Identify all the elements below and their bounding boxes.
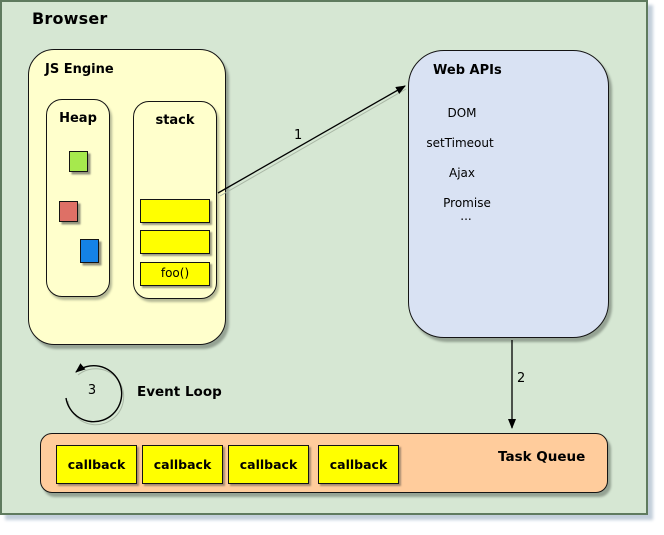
api-item-ajax: Ajax xyxy=(449,166,475,180)
event-loop-number: 3 xyxy=(87,383,97,398)
task-queue-title: Task Queue xyxy=(498,449,586,465)
callback-item: callback xyxy=(228,445,309,484)
page-title: Browser xyxy=(32,9,108,28)
heap-box: Heap xyxy=(46,99,110,297)
api-item-ellipsis: ... xyxy=(460,209,472,223)
web-apis-title: Web APIs xyxy=(433,63,502,78)
browser-diagram-canvas: Browser JS Engine Heap stack foo() Web A… xyxy=(0,0,648,515)
callback-item: callback xyxy=(318,445,399,484)
api-item-promise: Promise xyxy=(443,196,491,210)
stack-frame xyxy=(140,199,210,223)
task-queue-box: callback callback callback callback Task… xyxy=(40,433,608,493)
arrow-stack-to-webapis xyxy=(217,85,406,194)
callback-item: callback xyxy=(142,445,223,484)
heap-object-red xyxy=(59,201,78,222)
stack-title: stack xyxy=(155,113,195,128)
stack-box: stack foo() xyxy=(133,101,217,299)
event-loop-title: Event Loop xyxy=(137,384,222,400)
api-item-settimeout: setTimeout xyxy=(426,136,494,150)
heap-object-green xyxy=(69,151,88,172)
arrow-1-label: 1 xyxy=(294,128,303,143)
callback-item: callback xyxy=(56,445,137,484)
heap-object-blue xyxy=(80,239,99,263)
js-engine-box: JS Engine Heap stack foo() xyxy=(28,49,226,345)
stack-frame xyxy=(140,230,210,254)
api-item-dom: DOM xyxy=(447,106,477,120)
arrow-shadow xyxy=(219,88,407,197)
heap-title: Heap xyxy=(59,111,97,126)
web-apis-box: Web APIs DOM setTimeout Ajax Promise ... xyxy=(408,50,609,338)
js-engine-title: JS Engine xyxy=(45,62,114,77)
arrow-2-label: 2 xyxy=(517,371,526,386)
stack-frame-foo: foo() xyxy=(140,262,210,286)
